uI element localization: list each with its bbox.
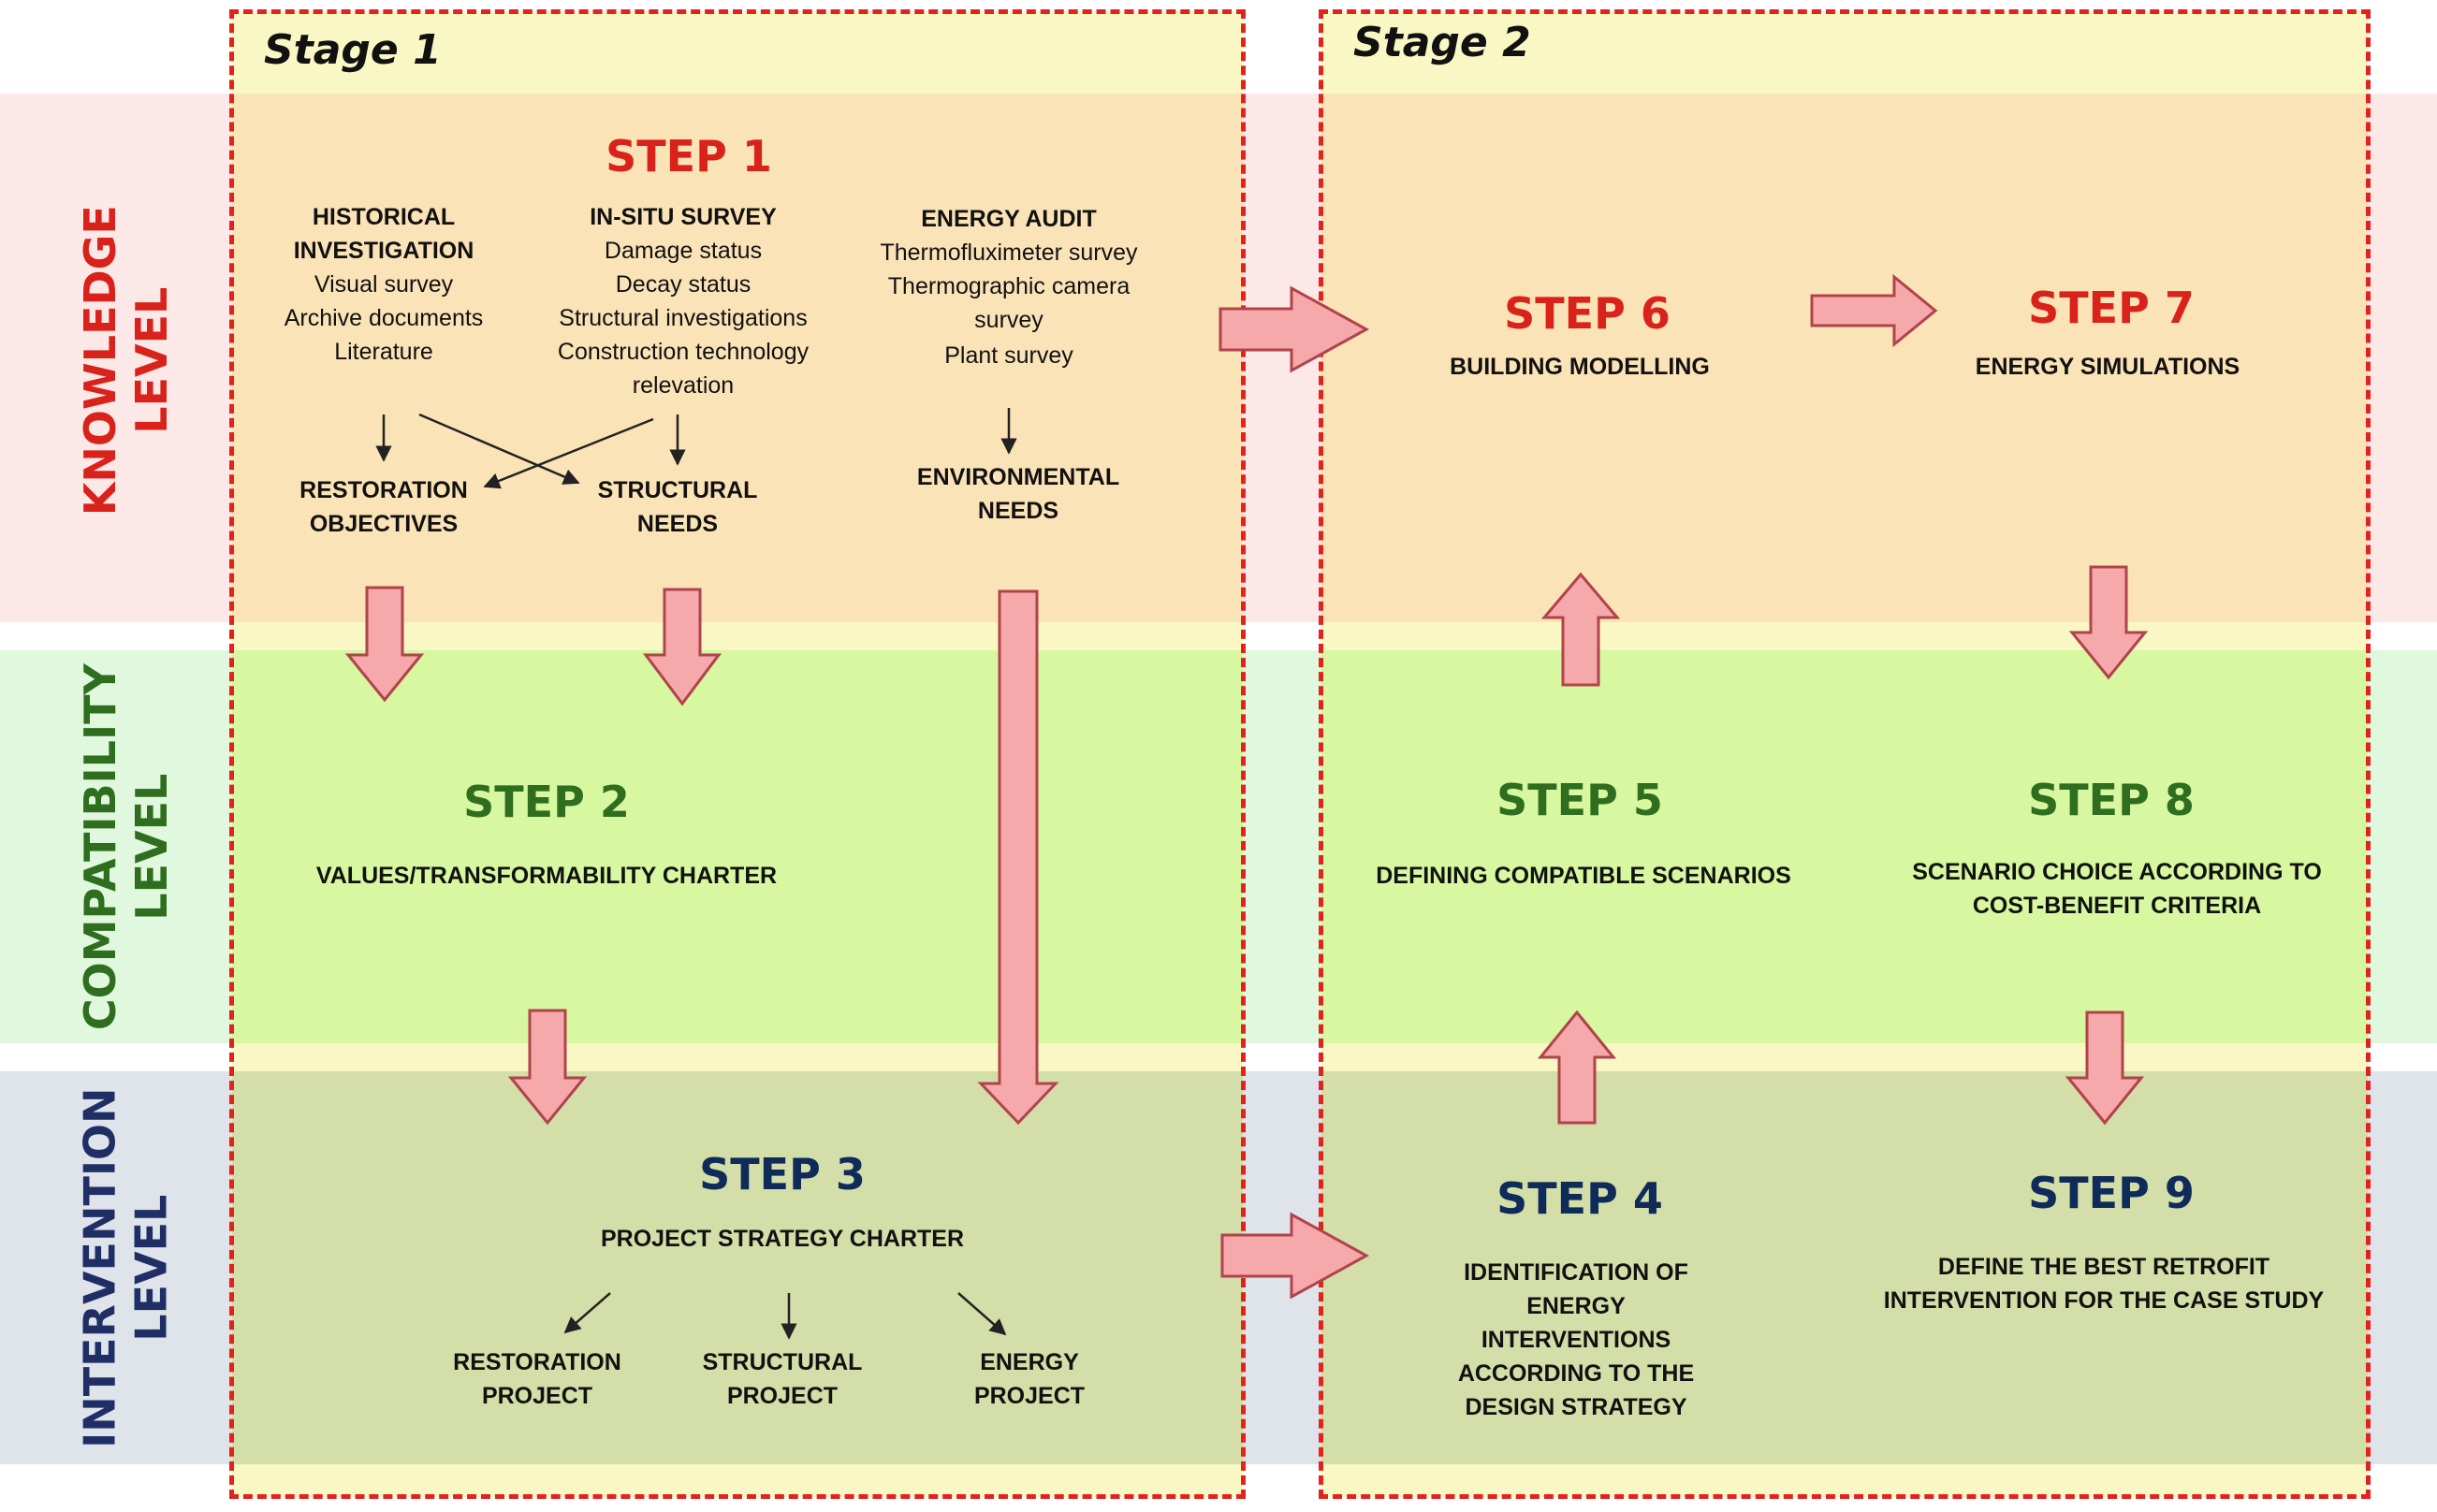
step8-desc: SCENARIO CHOICE ACCORDING TO COST-BENEFI… — [1912, 859, 2322, 919]
stage2-knowledge-bg — [1321, 94, 2368, 622]
step2-desc: VALUES/TRANSFORMABILITY CHARTER — [315, 863, 778, 889]
stage1-knowledge-bg — [232, 94, 1243, 622]
step6-desc: BUILDING MODELLING — [1450, 354, 1710, 380]
energy-audit-item-2: Thermographic camera survey — [887, 273, 1131, 333]
block-arrow-structural-to-step2 — [643, 588, 722, 706]
block-arrow-restoration-to-step2 — [344, 586, 425, 703]
stage2-bottom-bg — [1321, 1464, 2368, 1497]
restoration-project: RESTORATION PROJECT — [453, 1349, 621, 1409]
historical-item-1: Visual survey — [314, 271, 454, 298]
insitu-item-3: Structural investigations — [559, 305, 808, 331]
block-arrow-step2-to-step3 — [507, 1009, 588, 1126]
step5-title: STEP 5 — [1496, 775, 1663, 825]
step4-desc: IDENTIFICATION OF ENERGY INTERVENTIONS A… — [1457, 1259, 1695, 1420]
stage1-interv-bg — [232, 1071, 1243, 1464]
structural-needs: STRUCTURAL NEEDS — [597, 477, 758, 537]
stage2-gap1-bg — [1321, 622, 2368, 650]
block-arrow-stage1-to-step6 — [1218, 285, 1370, 373]
structural-project: STRUCTURAL PROJECT — [702, 1349, 863, 1409]
stage1-label: Stage 1 — [264, 26, 442, 74]
block-arrow-step4-to-step5 — [1537, 1010, 1617, 1125]
stage2-gap2-bg — [1321, 1043, 2368, 1071]
stage1-box — [229, 9, 1246, 1499]
restoration-objectives: RESTORATION OBJECTIVES — [299, 477, 468, 537]
thin-arrow-cross-2 — [483, 417, 654, 489]
stage2-interv-bg — [1321, 1071, 2368, 1464]
step3-desc: PROJECT STRATEGY CHARTER — [600, 1226, 965, 1252]
step4-title: STEP 4 — [1496, 1173, 1663, 1224]
step6-title: STEP 6 — [1504, 288, 1671, 339]
insitu-item-2: Decay status — [615, 271, 752, 298]
environmental-needs: ENVIRONMENTAL NEEDS — [916, 464, 1120, 524]
stage2-top-bg — [1321, 11, 2368, 94]
stage1-top-bg — [232, 11, 1243, 94]
block-arrow-step5-to-step6 — [1540, 572, 1621, 687]
stage1-bottom-bg — [232, 1464, 1243, 1497]
block-arrow-step7-to-step8 — [2068, 565, 2149, 680]
historical-heading: HISTORICAL INVESTIGATION — [293, 204, 474, 264]
step7-desc: ENERGY SIMULATIONS — [1975, 354, 2240, 380]
insitu-item-4: Construction technology relevation — [557, 339, 810, 399]
step9-desc: DEFINE THE BEST RETROFIT INTERVENTION FO… — [1883, 1254, 2325, 1314]
energy-audit-item-1: Thermofluximeter survey — [880, 240, 1138, 266]
energy-project: ENERGY PROJECT — [973, 1349, 1086, 1409]
stage1-gap2-bg — [232, 1043, 1243, 1071]
insitu-item-1: Damage status — [604, 238, 763, 264]
step9-title: STEP 9 — [2028, 1168, 2195, 1218]
stage1-compat-bg — [232, 650, 1243, 1043]
energy-audit-item-3: Plant survey — [944, 342, 1073, 369]
step3-title: STEP 3 — [699, 1149, 866, 1199]
insitu-heading: IN-SITU SURVEY — [590, 204, 777, 230]
block-arrow-stage1-to-step4 — [1220, 1212, 1370, 1300]
step1-title: STEP 1 — [606, 131, 772, 182]
historical-item-3: Literature — [334, 339, 433, 365]
thin-arrow-cross-1 — [418, 413, 580, 485]
thin-arrow-step3-left — [563, 1292, 611, 1334]
step5-desc: DEFINING COMPATIBLE SCENARIOS — [1376, 863, 1791, 889]
thin-arrow-step3-right — [957, 1292, 1007, 1336]
block-arrow-step6-to-step7 — [1810, 273, 1938, 348]
block-arrow-step8-to-step9 — [2065, 1010, 2145, 1126]
stage2-compat-bg — [1321, 650, 2368, 1043]
block-arrow-environmental-to-step3 — [977, 589, 1059, 1126]
step8-title: STEP 8 — [2028, 775, 2195, 825]
stage2-box — [1319, 9, 2371, 1499]
historical-item-2: Archive documents — [284, 305, 484, 331]
stage2-label: Stage 2 — [1353, 19, 1531, 66]
energy-audit-heading: ENERGY AUDIT — [921, 206, 1097, 232]
step2-title: STEP 2 — [463, 777, 630, 827]
step7-title: STEP 7 — [2028, 283, 2195, 333]
